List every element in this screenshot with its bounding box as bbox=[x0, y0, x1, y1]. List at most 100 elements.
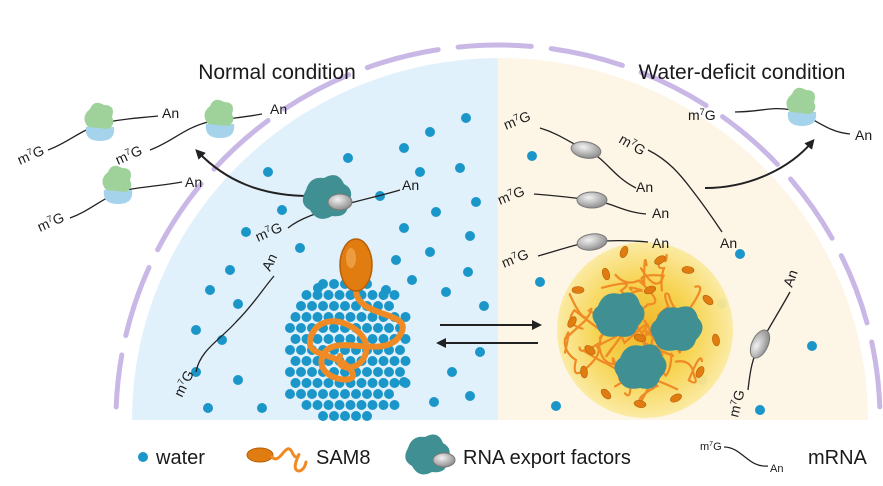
mrna-cap-label: m7G bbox=[35, 209, 67, 235]
water-molecule bbox=[312, 334, 323, 344]
water-molecule bbox=[400, 334, 411, 344]
water-molecule bbox=[378, 378, 389, 388]
water-molecule bbox=[373, 323, 383, 333]
water-molecule bbox=[400, 378, 411, 388]
sam8-head bbox=[695, 366, 705, 378]
sam8-head bbox=[702, 294, 714, 306]
water-molecule bbox=[389, 378, 400, 388]
water-molecule bbox=[290, 334, 301, 344]
membrane-segment bbox=[364, 47, 441, 71]
water-molecule bbox=[415, 167, 425, 177]
water-molecule bbox=[290, 356, 301, 366]
water-molecule bbox=[241, 227, 251, 237]
water-molecule bbox=[296, 389, 306, 399]
mrna-tail-label: An bbox=[162, 105, 179, 121]
water-molecule bbox=[345, 334, 356, 344]
water-molecule bbox=[373, 389, 383, 399]
water-molecule bbox=[535, 277, 545, 287]
water-molecule bbox=[395, 345, 405, 355]
water-molecule bbox=[329, 389, 339, 399]
mrna-tail-label: An bbox=[185, 174, 202, 190]
nuclear-envelope bbox=[113, 42, 883, 410]
water-molecule bbox=[399, 223, 409, 233]
water-molecule bbox=[425, 247, 435, 257]
water-molecule bbox=[233, 375, 243, 385]
water-molecule bbox=[318, 279, 328, 289]
mrna-strands: m7GAnm7GAnm7GAnm7GAnm7GAnm7GAnm7GAnm7GAn… bbox=[15, 87, 872, 419]
water-molecule bbox=[285, 367, 295, 377]
sam8-heads bbox=[567, 245, 720, 408]
water-molecule bbox=[373, 367, 383, 377]
water-molecule bbox=[334, 290, 345, 300]
water-molecule bbox=[431, 207, 441, 217]
legend: water SAM8 RNA export factors m7G An mRN… bbox=[138, 434, 868, 475]
equilibrium-arrows bbox=[436, 320, 542, 348]
water-molecule bbox=[389, 400, 400, 410]
water-molecule bbox=[461, 113, 471, 123]
membrane-segment bbox=[548, 46, 625, 68]
water-molecule bbox=[318, 301, 328, 311]
water-molecule bbox=[755, 405, 765, 415]
water-molecule bbox=[312, 400, 323, 410]
water-molecule bbox=[356, 400, 367, 410]
svg-text:An: An bbox=[770, 463, 783, 475]
legend-water-label: water bbox=[155, 447, 205, 469]
water-molecule bbox=[807, 341, 817, 351]
water-molecule bbox=[334, 334, 345, 344]
sam8-head bbox=[643, 285, 657, 295]
sam8-head bbox=[339, 238, 373, 292]
sam8-head bbox=[567, 316, 577, 328]
water-molecule bbox=[257, 403, 267, 413]
sam8-tail bbox=[563, 337, 600, 375]
water-molecules bbox=[191, 113, 817, 415]
water-molecule bbox=[447, 367, 457, 377]
water-molecule bbox=[285, 389, 295, 399]
water-drop-icon bbox=[138, 452, 148, 462]
membrane-segment bbox=[838, 253, 870, 326]
water-molecule bbox=[307, 367, 317, 377]
water-molecule bbox=[551, 401, 561, 411]
export-factor-at-pore bbox=[302, 175, 353, 219]
water-molecule bbox=[362, 411, 372, 421]
water-molecule bbox=[301, 312, 312, 322]
water-molecule bbox=[318, 411, 328, 421]
water-molecule bbox=[351, 389, 361, 399]
export-factor-adaptor bbox=[576, 233, 608, 251]
water-molecule bbox=[465, 231, 475, 241]
water-molecule bbox=[307, 389, 317, 399]
water-molecule bbox=[471, 197, 481, 207]
water-molecule bbox=[329, 323, 339, 333]
water-molecule bbox=[329, 411, 339, 421]
water-molecule bbox=[318, 389, 328, 399]
water-molecule bbox=[323, 400, 334, 410]
water-molecule bbox=[323, 334, 334, 344]
sam8-head bbox=[681, 266, 695, 274]
water-molecule bbox=[362, 323, 372, 333]
mrna-tail-label: An bbox=[780, 267, 801, 289]
legend-mrna-label: mRNA bbox=[808, 447, 868, 469]
water-molecule bbox=[296, 323, 306, 333]
water-molecule bbox=[391, 255, 401, 265]
membrane-segment bbox=[155, 181, 204, 253]
water-deficit-title: Water-deficit condition bbox=[639, 61, 846, 84]
water-molecule bbox=[362, 389, 372, 399]
water-molecule bbox=[465, 391, 475, 401]
water-molecule bbox=[367, 334, 378, 344]
water-molecule bbox=[296, 367, 306, 377]
membrane-segment bbox=[638, 69, 709, 108]
cytoplasm-mrna: m7G An bbox=[35, 165, 202, 235]
mrna-tail-label: An bbox=[402, 177, 419, 193]
water-molecule bbox=[301, 400, 312, 410]
sam8-head bbox=[571, 286, 585, 294]
water-molecule bbox=[378, 400, 389, 410]
water-molecule bbox=[389, 290, 400, 300]
mrna-cap-label: m7G bbox=[15, 142, 47, 168]
water-molecule bbox=[362, 367, 372, 377]
water-molecule bbox=[345, 400, 356, 410]
water-molecule bbox=[378, 290, 389, 300]
water-molecule bbox=[285, 323, 295, 333]
